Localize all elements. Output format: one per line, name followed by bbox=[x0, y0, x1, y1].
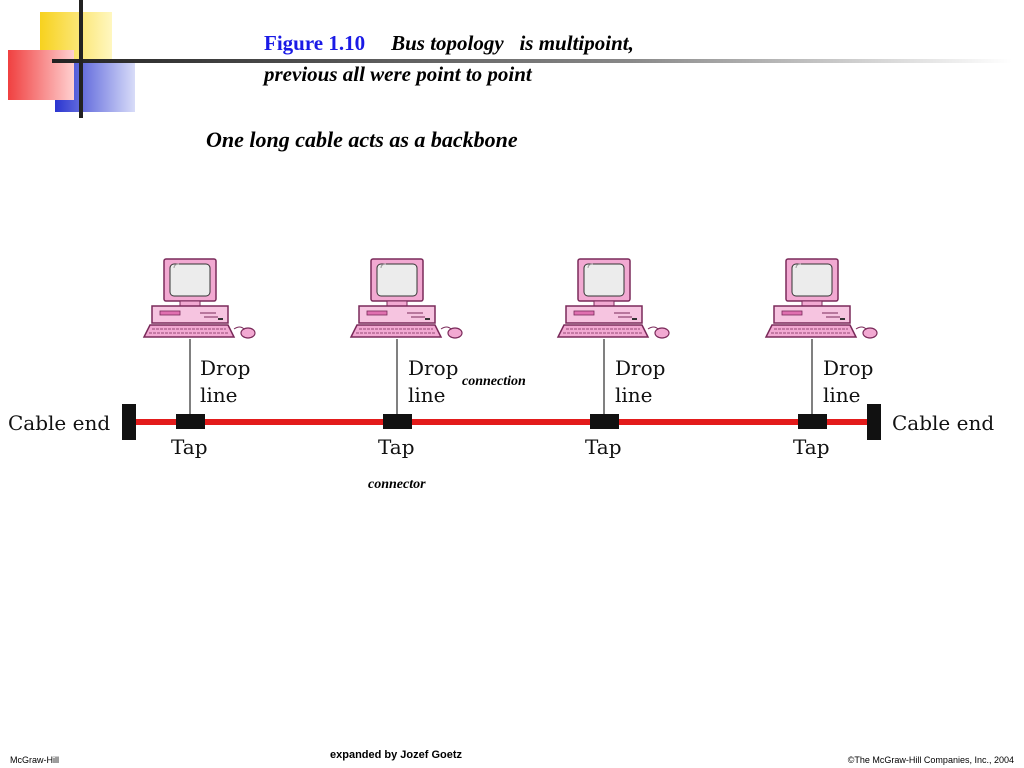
cable-end-right-label: Cable end bbox=[892, 411, 994, 435]
drop-label-4-word1: Drop bbox=[823, 356, 873, 380]
drop-label-1-word2: line bbox=[200, 383, 238, 407]
drop-label-3-word1: Drop bbox=[615, 356, 665, 380]
subtitle: One long cable acts as a backbone bbox=[206, 127, 518, 152]
tap-label-1: Tap bbox=[171, 435, 208, 459]
computer-icon bbox=[765, 258, 878, 339]
station-4 bbox=[765, 258, 878, 339]
tap-4 bbox=[798, 414, 827, 429]
connection-annotation: connection bbox=[462, 374, 526, 389]
cable-end-right-terminator bbox=[867, 404, 881, 440]
drop-label-4-word2: line bbox=[823, 383, 861, 407]
footer-publisher: McGraw-Hill bbox=[10, 755, 59, 765]
title-line-1: Figure 1.10 Bus topology is multipoint, bbox=[264, 31, 634, 56]
computer-icon bbox=[557, 258, 670, 339]
tap-2 bbox=[383, 414, 412, 429]
cable-end-left-terminator bbox=[122, 404, 136, 440]
connector-annotation: connector bbox=[368, 477, 426, 492]
backbone-cable bbox=[136, 419, 869, 425]
deco-vertical-line bbox=[79, 0, 83, 118]
drop-label-2-word2: line bbox=[408, 383, 446, 407]
computer-icon bbox=[143, 258, 256, 339]
drop-label-1-word1: Drop bbox=[200, 356, 250, 380]
cable-end-left-label: Cable end bbox=[8, 411, 110, 435]
computer-icon bbox=[350, 258, 463, 339]
station-1 bbox=[143, 258, 256, 339]
station-2 bbox=[350, 258, 463, 339]
deco-horizontal-line bbox=[52, 59, 1012, 63]
footer-credit: expanded by Jozef Goetz bbox=[330, 749, 463, 761]
station-3 bbox=[557, 258, 670, 339]
figure-label: Figure 1.10 bbox=[264, 31, 366, 55]
tap-label-4: Tap bbox=[793, 435, 830, 459]
drop-label-2-word1: Drop bbox=[408, 356, 458, 380]
bus-topology-diagram: Cable end Cable end Drop line Tap Drop l… bbox=[8, 258, 994, 459]
title-line-2: previous all were point to point bbox=[264, 62, 532, 86]
deco-red-square bbox=[8, 50, 74, 100]
drop-label-3-word2: line bbox=[615, 383, 653, 407]
tap-label-3: Tap bbox=[585, 435, 622, 459]
footer-copyright: ©The McGraw-Hill Companies, Inc., 2004 bbox=[847, 755, 1014, 765]
tap-3 bbox=[590, 414, 619, 429]
corner-decoration bbox=[8, 0, 1012, 118]
tap-1 bbox=[176, 414, 205, 429]
tap-label-2: Tap bbox=[378, 435, 415, 459]
title-text: Bus topology is multipoint, bbox=[391, 31, 634, 55]
